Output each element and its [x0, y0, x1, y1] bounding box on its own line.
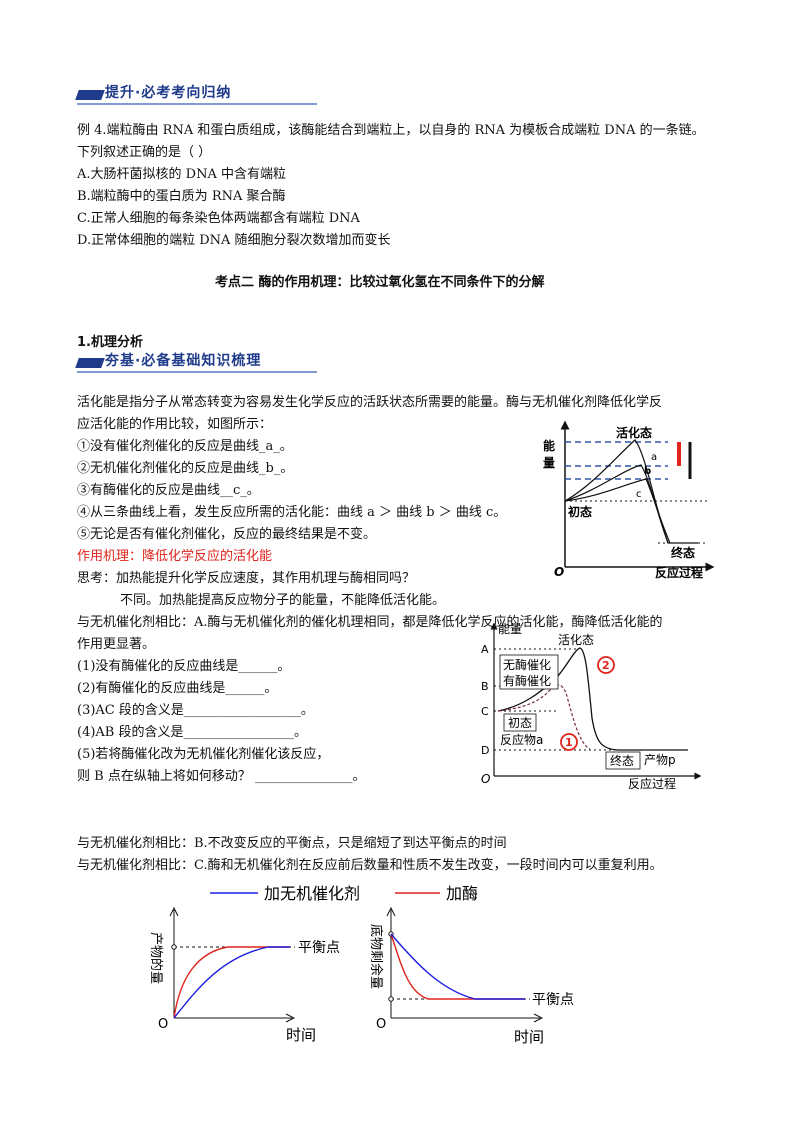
banner-hangji: 夯基·必备基础知识梳理 — [75, 350, 317, 373]
left-curve-enzyme — [173, 946, 290, 1019]
left-xlabel: 时间 — [286, 1026, 316, 1044]
banner-bar — [75, 358, 105, 368]
fig1-final-label: 终态 — [671, 545, 695, 560]
energy-diagram-figure: 能量 活化态 无酶催化 有酶催化 初态 反应物a 终态 产物p A B C D … — [481, 622, 702, 790]
text-line: 与无机催化剂相比：C.酶和无机催化剂在反应前后数量和性质不发生改变，一段时间内可… — [77, 858, 663, 873]
text-line: ④从三条曲线上看，发生反应所需的活化能：曲线 a ＞ 曲线 b ＞ 曲线 c。 — [77, 505, 507, 520]
label-box-no-enzyme — [499, 654, 559, 690]
fig2-D: D — [481, 744, 489, 757]
example-stem: 例 4.端粒酶由 RNA 和蛋白质组成，该酶能结合到端粒上，以自身的 RNA 为… — [77, 123, 705, 138]
label-box-initial — [503, 713, 537, 732]
right-ylabel: 底物剩余量 — [368, 924, 384, 989]
text-line: 活化能是指分子从常态转变为容易发生化学反应的活跃状态所需要的能量。酶与无机催化剂… — [77, 395, 663, 410]
legend-enzyme: 加酶 — [446, 884, 478, 903]
curve-no-enzyme — [497, 647, 688, 751]
banner-bar — [75, 90, 105, 100]
fig1-label-a: a — [651, 452, 657, 463]
section-title: 考点二 酶的作用机理：比较过氧化氢在不同条件下的分解 — [215, 275, 545, 290]
fig1-ylabel-1: 能 — [543, 438, 555, 453]
fig1-ylabel-2: 量 — [543, 456, 555, 470]
fig2-origin: O — [481, 772, 490, 786]
left-balance-label: 平衡点 — [298, 940, 340, 956]
fig1-xlabel: 反应过程 — [655, 565, 703, 580]
fig2-C: C — [481, 705, 489, 718]
text-line: ②无机催化剂催化的反应是曲线_b_。 — [77, 461, 294, 476]
right-curve-enzyme — [390, 933, 525, 1000]
mark-1: 1 — [565, 736, 573, 749]
text-line: 应活化能的作用比较，如图所示： — [77, 417, 273, 432]
option-a: A.大肠杆菌拟核的 DNA 中含有端粒 — [77, 167, 286, 182]
left-y-arrow — [169, 906, 179, 917]
catalyst-comparison-figure: 加无机催化剂 加酶 平衡点 产物的量 O 时间 平衡点 底物剩余量 O 时间 — [148, 884, 574, 1046]
text-line: 作用更显著。 — [77, 637, 156, 652]
text-line: ⑤无论是否有催化剂催化，反应的最终结果是不变。 — [77, 527, 377, 542]
text-line: 与无机催化剂相比：B.不改变反应的平衡点，只是缩短了到达平衡点的时间 — [77, 836, 507, 851]
fig1-label-b: b — [644, 466, 651, 477]
sub-title: 1.机理分析 — [77, 335, 143, 350]
option-b: B.端粒酶中的蛋白质为 RNA 聚合酶 — [77, 189, 286, 204]
text-line: ①没有催化剂催化的反应是曲线_a_。 — [77, 439, 293, 454]
question-line: (3)AC 段的含义是__________________。 — [77, 703, 314, 718]
fig2-ylabel: 能量 — [498, 622, 522, 636]
text-line: 与无机催化剂相比：A.酶与无机催化剂的催化机理相同，都是降低化学反应的活化能，酶… — [77, 615, 663, 630]
question-line: (2)有酶催化的反应曲线是______。 — [77, 681, 278, 696]
banner-tisheng: 提升·必考考向归纳 — [75, 82, 317, 105]
mechanism-line: 作用机理：降低化学反应的活化能 — [77, 549, 273, 564]
fig2-initial: 初态 — [508, 716, 532, 730]
banner-underline — [77, 371, 317, 373]
activation-energy-figure: 能 量 活化态 a b c 初态 终态 反应过程 O — [543, 420, 715, 580]
fig2-xlabel: 反应过程 — [628, 776, 676, 790]
right-origin: O — [376, 1017, 386, 1032]
curve-b — [564, 464, 669, 544]
right-xlabel: 时间 — [514, 1028, 544, 1046]
fig1-label-c: c — [636, 489, 642, 500]
curve-enzyme — [497, 684, 591, 750]
right-y-arrow — [386, 906, 396, 917]
label-box-final — [605, 751, 641, 770]
curve-c — [564, 478, 671, 544]
mark-2: 2 — [602, 659, 610, 672]
left-curve-inorganic — [173, 946, 290, 1019]
question-line: 则 B 点在纵轴上将如何移动？ _______________。 — [77, 769, 366, 784]
question-line: (5)若将酶催化改为无机催化剂催化该反应， — [77, 747, 330, 762]
option-c: C.正常人细胞的每条染色体两端都含有端粒 DNA — [77, 211, 360, 226]
fig2-reactant: 反应物a — [500, 732, 543, 747]
legend-inorganic: 加无机催化剂 — [264, 884, 360, 903]
banner-title: 提升·必考考向归纳 — [105, 85, 232, 101]
question-line: (1)没有酶催化的反应曲线是______。 — [77, 659, 291, 674]
fig2-product: 产物p — [644, 753, 676, 767]
left-x-arrow — [285, 1013, 296, 1023]
right-x-arrow — [533, 1013, 544, 1023]
left-ylabel: 产物的量 — [148, 932, 164, 984]
mark-2-circle — [597, 656, 615, 674]
fig2-B: B — [481, 680, 489, 693]
left-balance-dot — [171, 944, 177, 950]
fig2-final: 终态 — [610, 753, 634, 768]
question-line: (4)AB 段的含义是_________________。 — [77, 725, 307, 740]
fig2-no-enzyme: 无酶催化 — [503, 657, 551, 672]
banner-underline — [77, 103, 317, 105]
right-balance-label: 平衡点 — [532, 992, 574, 1008]
text-line: 思考：加热能提升化学反应速度，其作用机理与酶相同吗？ — [77, 571, 416, 586]
right-balance-dot — [388, 996, 394, 1002]
right-curve-inorganic — [390, 933, 525, 1000]
text-line: ③有酶催化的反应是曲线__c_。 — [77, 483, 260, 498]
mark-1-circle — [560, 733, 578, 751]
fig2-active-label: 活化态 — [558, 633, 594, 647]
option-d: D.正常体细胞的端粒 DNA 随细胞分裂次数增加而变长 — [77, 233, 391, 248]
fig1-origin: O — [554, 565, 564, 579]
text-line: 不同。加热能提高反应物分子的能量，不能降低活化能。 — [120, 593, 446, 608]
fig2-with-enzyme: 有酶催化 — [503, 673, 551, 688]
fig1-active-label: 活化态 — [616, 425, 652, 440]
banner-title: 夯基·必备基础知识梳理 — [105, 353, 262, 369]
example-question: 下列叙述正确的是（ ） — [77, 145, 212, 160]
fig1-initial-label: 初态 — [568, 504, 592, 519]
left-origin: O — [158, 1017, 168, 1032]
fig2-A: A — [481, 643, 489, 656]
